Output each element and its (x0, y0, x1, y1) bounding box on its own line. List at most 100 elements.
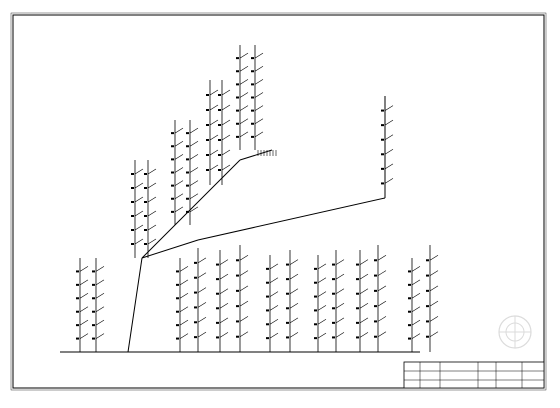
valve-mark (251, 96, 254, 99)
branch-pipe (377, 331, 387, 337)
valve-mark (408, 283, 411, 286)
branch-pipe (179, 319, 189, 326)
valve-mark (408, 324, 411, 327)
branch-pipe (174, 206, 184, 213)
riser-pipe (144, 160, 157, 258)
valve-mark (332, 321, 335, 324)
valve-mark (356, 321, 359, 324)
valve-mark (186, 184, 189, 187)
branch-pipe (429, 270, 439, 276)
valve-mark (356, 278, 359, 281)
valve-mark (186, 158, 189, 161)
valve-mark (286, 307, 289, 310)
branch-pipe (219, 317, 229, 324)
valve-mark (131, 215, 134, 217)
branch-pipe (219, 288, 229, 294)
branch-pipe (377, 316, 387, 322)
valve-mark (374, 259, 377, 262)
valve-mark (176, 297, 179, 300)
branch-pipe (189, 180, 199, 186)
valve-mark (356, 263, 359, 266)
valve-mark (381, 153, 384, 156)
branch-pipe (269, 332, 279, 339)
branch-pipe (317, 319, 327, 325)
branch-pipe (429, 316, 439, 322)
valve-mark (408, 337, 411, 340)
valve-mark (408, 310, 411, 313)
valve-mark (92, 324, 95, 327)
valve-mark (426, 305, 429, 308)
branch-pipe (317, 291, 327, 297)
drawing-border (12, 14, 545, 389)
valve-mark (426, 335, 429, 338)
valve-mark (216, 307, 219, 310)
branch-pipe (189, 167, 199, 173)
valve-mark (426, 320, 429, 323)
valve-mark (356, 336, 359, 339)
valve-mark (251, 109, 254, 112)
branch-pipe (134, 168, 144, 175)
valve-mark (374, 335, 377, 338)
valve-mark (251, 122, 254, 125)
branch-pipe (429, 255, 439, 261)
branch-pipe (79, 266, 89, 272)
valve-mark (76, 270, 79, 273)
riser-pipe (332, 250, 345, 352)
branch-pipe (254, 65, 264, 72)
valve-mark (176, 310, 179, 313)
valve-mark (332, 336, 335, 339)
branch-pipe (197, 257, 207, 264)
valve-mark (286, 336, 289, 339)
valve-mark (186, 197, 189, 200)
branch-pipe (179, 266, 189, 272)
branch-pipe (147, 182, 157, 189)
branch-pipe (411, 333, 421, 339)
riser-pipe (266, 255, 279, 352)
branch-pipe (239, 65, 249, 72)
valve-mark (131, 243, 134, 245)
branch-pipe (359, 317, 369, 324)
riser-pipe (216, 250, 229, 352)
valve-mark (216, 292, 219, 295)
valve-mark (408, 297, 411, 300)
valve-mark (176, 283, 179, 286)
branch-pipe (359, 288, 369, 294)
valve-mark (251, 70, 254, 73)
valve-mark (236, 83, 239, 86)
branch-pipe (317, 263, 327, 270)
valve-mark (332, 263, 335, 266)
branch-pipe (95, 293, 105, 299)
valve-mark (144, 229, 147, 231)
valve-mark (206, 124, 209, 126)
riser-pipe (218, 80, 231, 185)
branch-pipe (239, 131, 249, 138)
branch-pipe (147, 196, 157, 203)
valve-mark (236, 305, 239, 308)
valve-mark (194, 276, 197, 279)
branch-pipe (269, 305, 279, 311)
valve-mark (186, 145, 189, 148)
valve-mark (186, 210, 189, 213)
branch-pipe (221, 119, 231, 126)
valve-mark (374, 305, 377, 308)
riser-pipe (381, 96, 394, 198)
valve-mark (314, 323, 317, 326)
branch-pipe (95, 279, 105, 286)
riser-pipe (131, 160, 144, 258)
branch-pipe (317, 305, 327, 311)
valve-mark (236, 70, 239, 73)
branch-pipe (384, 149, 394, 155)
riser-pipe (206, 80, 219, 185)
branch-pipe (219, 273, 229, 280)
valve-mark (218, 124, 221, 126)
branch-pipe (335, 317, 345, 324)
branch-pipe (359, 303, 369, 309)
riser-pipe (286, 250, 299, 352)
valve-mark (236, 335, 239, 338)
branch-pipe (134, 196, 144, 203)
valve-mark (251, 83, 254, 86)
valve-mark (194, 321, 197, 324)
branch-pipe (189, 140, 199, 147)
